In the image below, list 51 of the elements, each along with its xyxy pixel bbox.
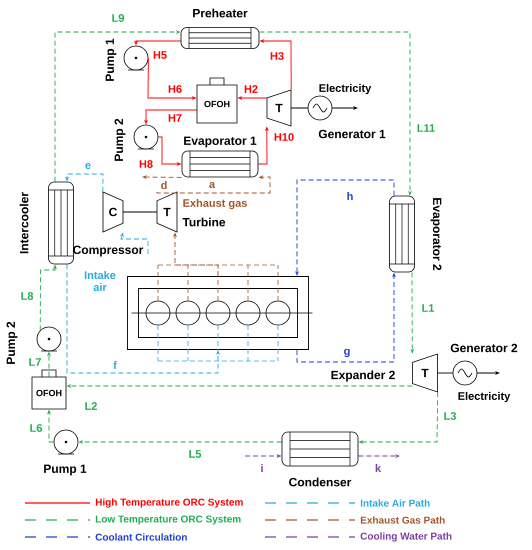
- heater-tank: OFOH: [196, 78, 238, 124]
- edge-label: L6: [28, 423, 44, 433]
- component-label: Evaporator 2: [430, 198, 442, 270]
- component-label: Pump 2: [114, 118, 126, 161]
- edge-label: i: [259, 463, 265, 473]
- edge-label: L2: [84, 401, 98, 411]
- edge-label: h: [346, 191, 354, 201]
- component-label: Turbine: [182, 218, 226, 226]
- component-label: Expander 2: [331, 370, 395, 382]
- edge-label: L1: [420, 303, 436, 313]
- edge-label: e: [84, 162, 92, 170]
- component-label: Pump 1: [44, 464, 86, 476]
- component-label: Intercooler: [20, 192, 28, 254]
- edge-label: L5: [188, 449, 202, 459]
- component-label: Pump 2: [6, 322, 18, 364]
- legend-label: High Temperature ORC System: [96, 498, 243, 508]
- edge-label: L9: [110, 13, 126, 23]
- heater-tank: OFOH: [32, 370, 66, 410]
- legend-label: Coolant Circulation: [96, 533, 187, 541]
- edge-label: H6: [166, 84, 184, 94]
- edge-label: H10: [272, 132, 296, 142]
- edge-label: H2: [242, 84, 260, 94]
- component-label: Pump 1: [106, 38, 116, 81]
- edge-label: a: [208, 181, 216, 190]
- edge-label: d: [160, 180, 168, 190]
- legend-label: Cooling Water Path: [360, 532, 452, 542]
- legend-label: Exhaust Gas Path: [360, 516, 445, 524]
- edge-label: k: [374, 463, 382, 473]
- edge-label: H8: [138, 159, 154, 169]
- stream-label: Exhaust gas: [183, 198, 247, 210]
- edge-label: Electricity: [318, 82, 372, 96]
- legend-label: Intake Air Path: [360, 499, 430, 507]
- edge-label: H3: [268, 51, 286, 61]
- component-label: Condenser: [289, 478, 352, 486]
- edge-label: L8: [20, 291, 34, 301]
- component-label: Preheater: [193, 8, 248, 18]
- edge-label: H7: [166, 113, 184, 123]
- edge-label: L3: [442, 411, 458, 421]
- legend-label: Low Temperature ORC System: [96, 515, 241, 525]
- edge-label: f: [112, 360, 118, 370]
- component-label: Generator 2: [450, 344, 518, 352]
- component-label: Generator 1: [318, 130, 386, 138]
- edge-label: Intake air: [80, 270, 120, 292]
- edge-label: L7: [28, 357, 42, 367]
- edge-label: H5: [152, 50, 168, 60]
- edge-label: Electricity: [456, 390, 512, 404]
- edge-label: L11: [416, 123, 436, 133]
- engine-drawing: [127, 264, 313, 362]
- shaft-line: [437, 372, 454, 374]
- component-label: Evaporator 1: [184, 136, 256, 148]
- edge-label: g: [342, 348, 352, 358]
